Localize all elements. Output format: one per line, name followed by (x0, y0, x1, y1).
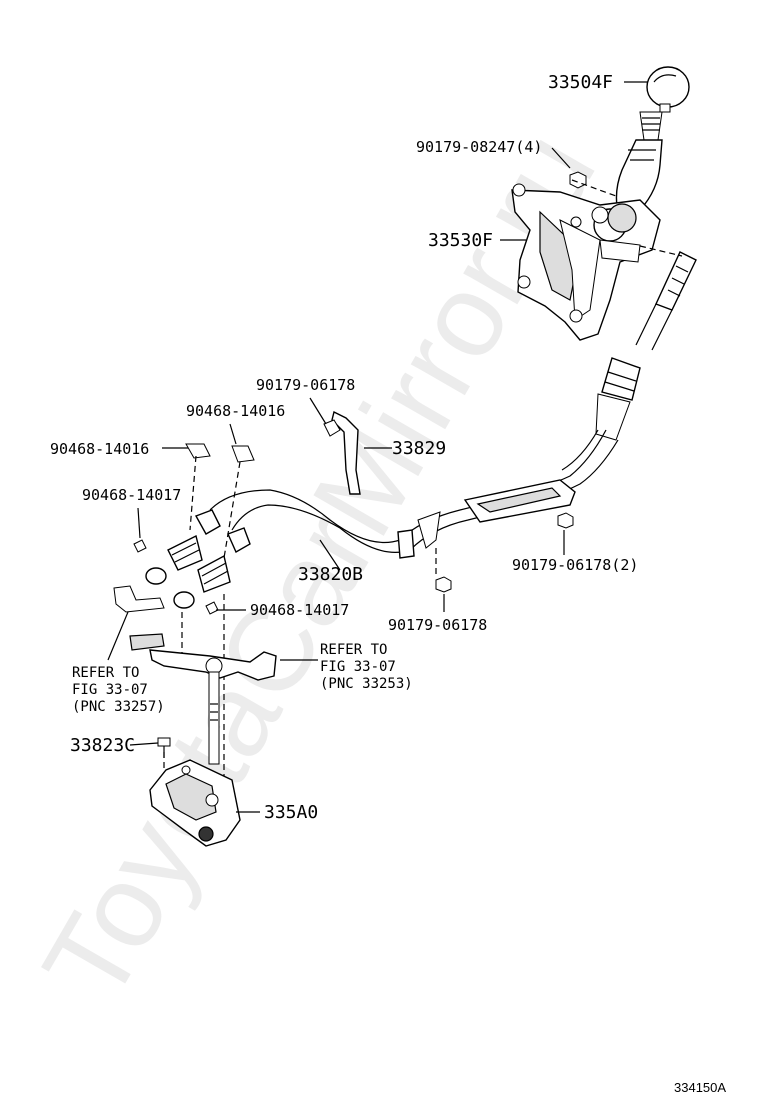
ref-left-line3: (PNC 33257) (72, 699, 165, 715)
shift-cables (145, 357, 641, 609)
label-clip-lower-right: 90468-14017 (250, 601, 349, 619)
shift-knob (639, 66, 690, 141)
leader-lines (107, 81, 648, 813)
figure-code: 334150A (674, 1080, 726, 1095)
label-nut-mid: 90179-06178 (388, 616, 487, 634)
clip-left (185, 443, 211, 459)
label-nut-bracket: 90179-06178 (256, 376, 355, 394)
label-clip-left: 90468-14016 (50, 440, 149, 458)
nut-mid (435, 576, 452, 593)
ref-left-line1: REFER TO (72, 665, 139, 681)
label-knob: 33504F (548, 72, 613, 93)
ref-right-line3: (PNC 33253) (320, 676, 413, 692)
bracket-33829 (323, 410, 361, 495)
label-clip-right: 90468-14016 (186, 402, 285, 420)
label-trans-bracket: 335A0 (264, 802, 318, 823)
ref-left-line2: FIG 33-07 (72, 682, 148, 698)
dashed-leader (571, 179, 617, 197)
cable-upper-end (635, 245, 697, 351)
label-cable: 33820B (298, 564, 363, 585)
transmission-bracket (149, 759, 241, 847)
label-clip-lower-left: 90468-14017 (82, 486, 181, 504)
nut-right (557, 512, 574, 529)
clip-right (231, 445, 255, 463)
label-nut-upper: 90179-08247(4) (416, 138, 542, 156)
label-bracket: 33829 (392, 438, 446, 459)
ref-right-line1: REFER TO (320, 642, 387, 658)
ref-right-line2: FIG 33-07 (320, 659, 396, 675)
clip-lower-left (133, 539, 147, 553)
bolt-33823c (157, 737, 171, 758)
label-housing: 33530F (428, 230, 493, 251)
label-bolt: 33823C (70, 735, 135, 756)
shift-lever-housing (511, 183, 661, 341)
label-nut-right: 90179-06178(2) (512, 556, 638, 574)
selector-lever (113, 585, 277, 765)
